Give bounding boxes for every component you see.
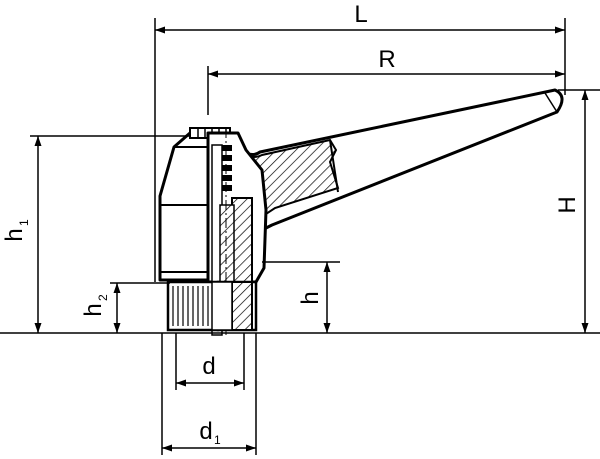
collar-shaft (211, 281, 233, 331)
label-h1: h 1 (1, 219, 31, 242)
label-d1: d 1 (199, 418, 221, 447)
clamping-lever-part (158, 88, 564, 336)
label-d: d (202, 353, 215, 380)
label-h: h (297, 291, 324, 304)
label-H: H (554, 196, 581, 213)
label-h2: h 2 (80, 294, 110, 317)
hub-body (158, 131, 210, 282)
dimension-labels: L R H h 1 h 2 h d d 1 (1, 1, 581, 447)
svg-text:1: 1 (214, 433, 221, 447)
svg-text:h: h (80, 303, 107, 316)
svg-text:d: d (199, 418, 212, 445)
label-L: L (354, 1, 367, 28)
arm-tip-line (544, 92, 558, 113)
extension-lines (0, 18, 600, 455)
dimension-lines (34, 26, 589, 452)
svg-text:2: 2 (96, 294, 110, 301)
arm-break-line (329, 139, 339, 193)
internal-teeth (222, 145, 232, 191)
svg-text:1: 1 (17, 219, 31, 226)
label-R: R (378, 46, 395, 73)
svg-text:h: h (1, 228, 28, 241)
collar-section (231, 281, 253, 331)
